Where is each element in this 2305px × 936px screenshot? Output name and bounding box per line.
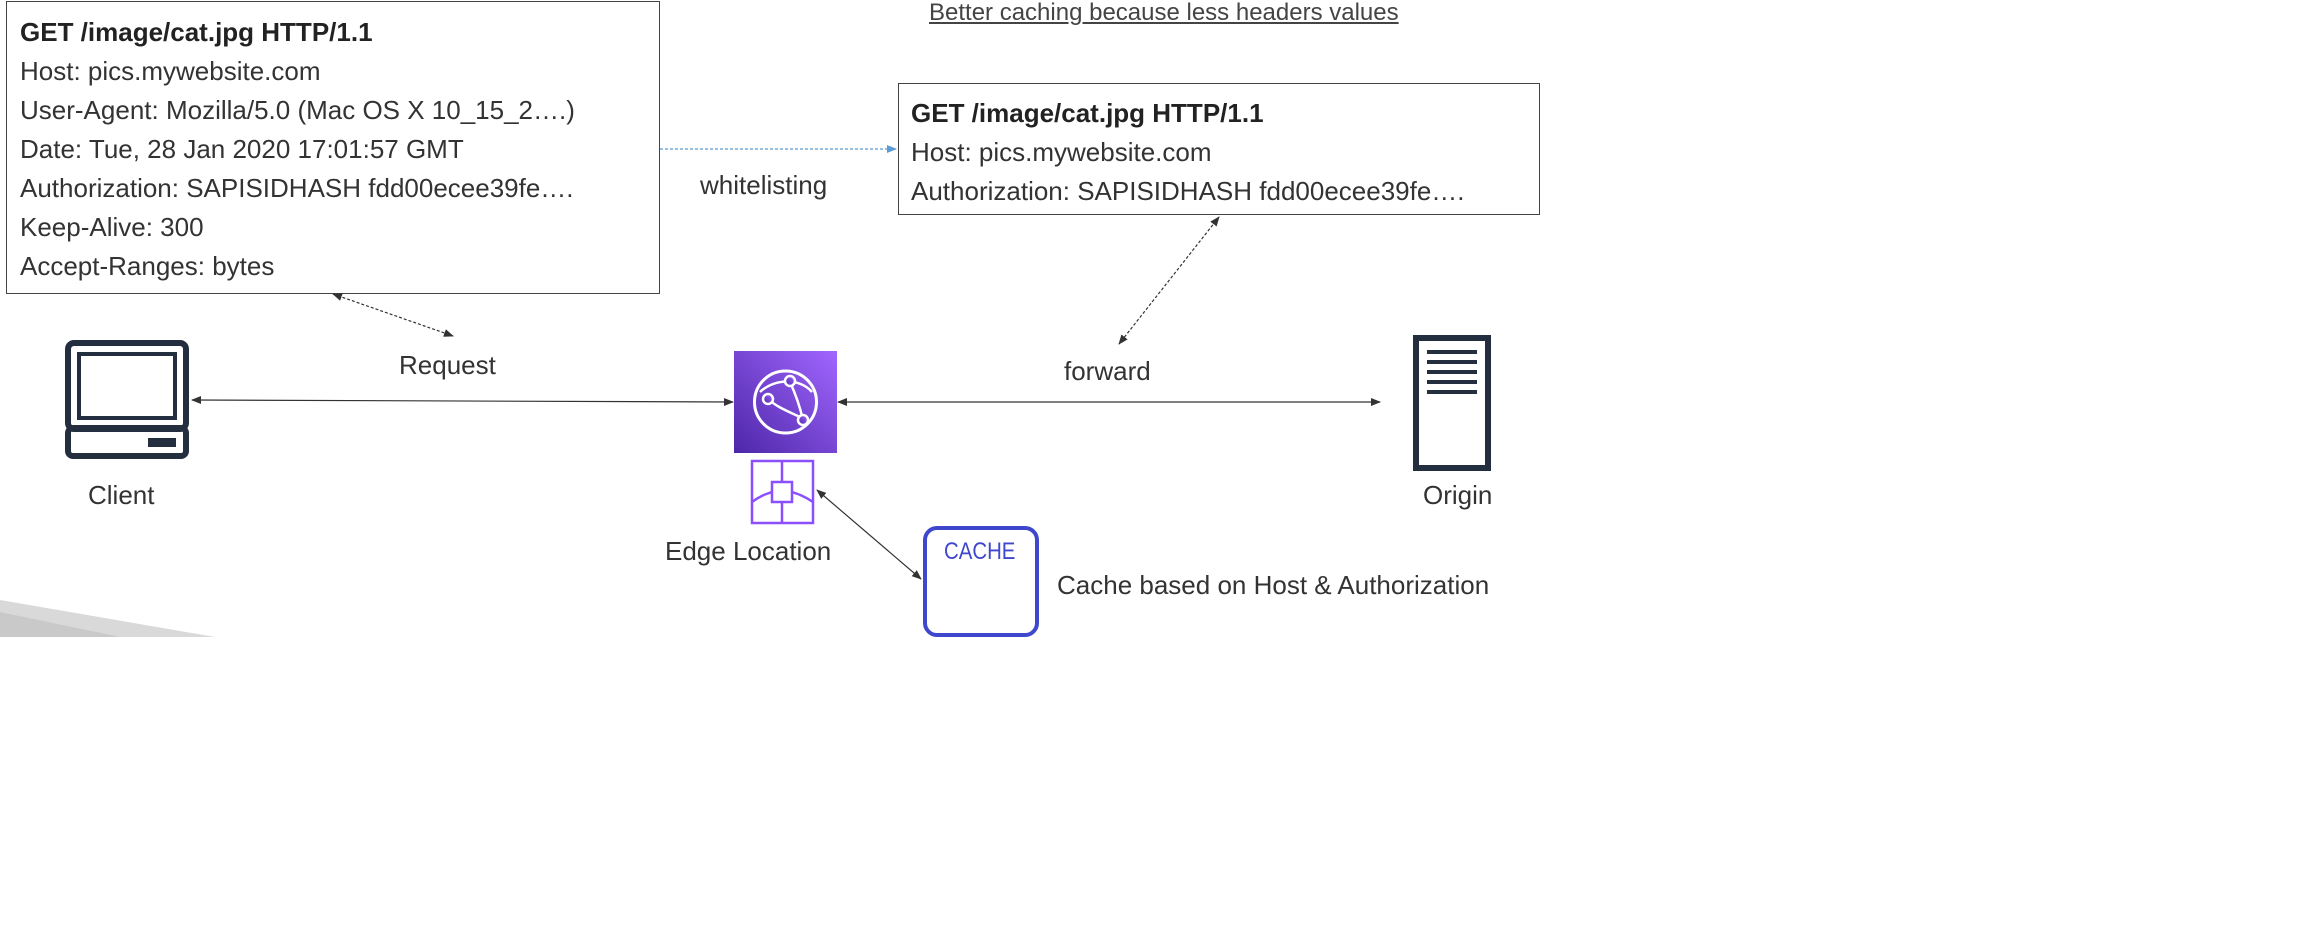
cloudfront-icon: [734, 351, 837, 453]
client-header-keep-alive: Keep-Alive: 300: [20, 212, 204, 242]
background-shape: [0, 600, 215, 637]
forwarded-request-line: GET /image/cat.jpg HTTP/1.1: [911, 98, 1264, 128]
client-edge-arrow: [191, 396, 734, 406]
request-box-connector: [332, 293, 454, 337]
edge-location-label: Edge Location: [665, 536, 832, 566]
cache-box: [923, 526, 1039, 637]
forwarded-request-box: GET /image/cat.jpg HTTP/1.1 Host: pics.m…: [898, 83, 1540, 215]
client-request-box: GET /image/cat.jpg HTTP/1.1 Host: pics.m…: [6, 1, 660, 294]
client-header-date: Date: Tue, 28 Jan 2020 17:01:57 GMT: [20, 134, 464, 164]
server-icon: [1413, 335, 1491, 471]
top-note: Better caching because less headers valu…: [929, 0, 1399, 26]
forward-label: forward: [1064, 356, 1151, 386]
whitelisting-label: whitelisting: [700, 170, 828, 200]
computer-icon: [65, 340, 189, 459]
connectors: [191, 145, 1381, 580]
forward-box-connector: [1118, 216, 1220, 345]
client-header-host: Host: pics.mywebsite.com: [20, 56, 321, 86]
client-header-user-agent: User-Agent: Mozilla/5.0 (Mac OS X 10_15_…: [20, 95, 575, 125]
cache-note-label: Cache based on Host & Authorization: [1057, 570, 1490, 600]
origin-label: Origin: [1423, 480, 1493, 510]
request-label: Request: [399, 350, 496, 380]
client-header-accept-ranges: Accept-Ranges: bytes: [20, 251, 275, 281]
forwarded-header-authorization: Authorization: SAPISIDHASH fdd00ecee39fe…: [911, 176, 1465, 206]
edge-cache-arrow: [816, 489, 922, 580]
forwarded-header-host: Host: pics.mywebsite.com: [911, 137, 1212, 167]
cache-badge-label: CACHE: [944, 538, 1016, 565]
client-header-authorization: Authorization: SAPISIDHASH fdd00ecee39fe…: [20, 173, 574, 203]
client-label: Client: [88, 480, 155, 510]
client-request-line: GET /image/cat.jpg HTTP/1.1: [20, 17, 373, 47]
edge-cache-icon: [750, 459, 815, 525]
